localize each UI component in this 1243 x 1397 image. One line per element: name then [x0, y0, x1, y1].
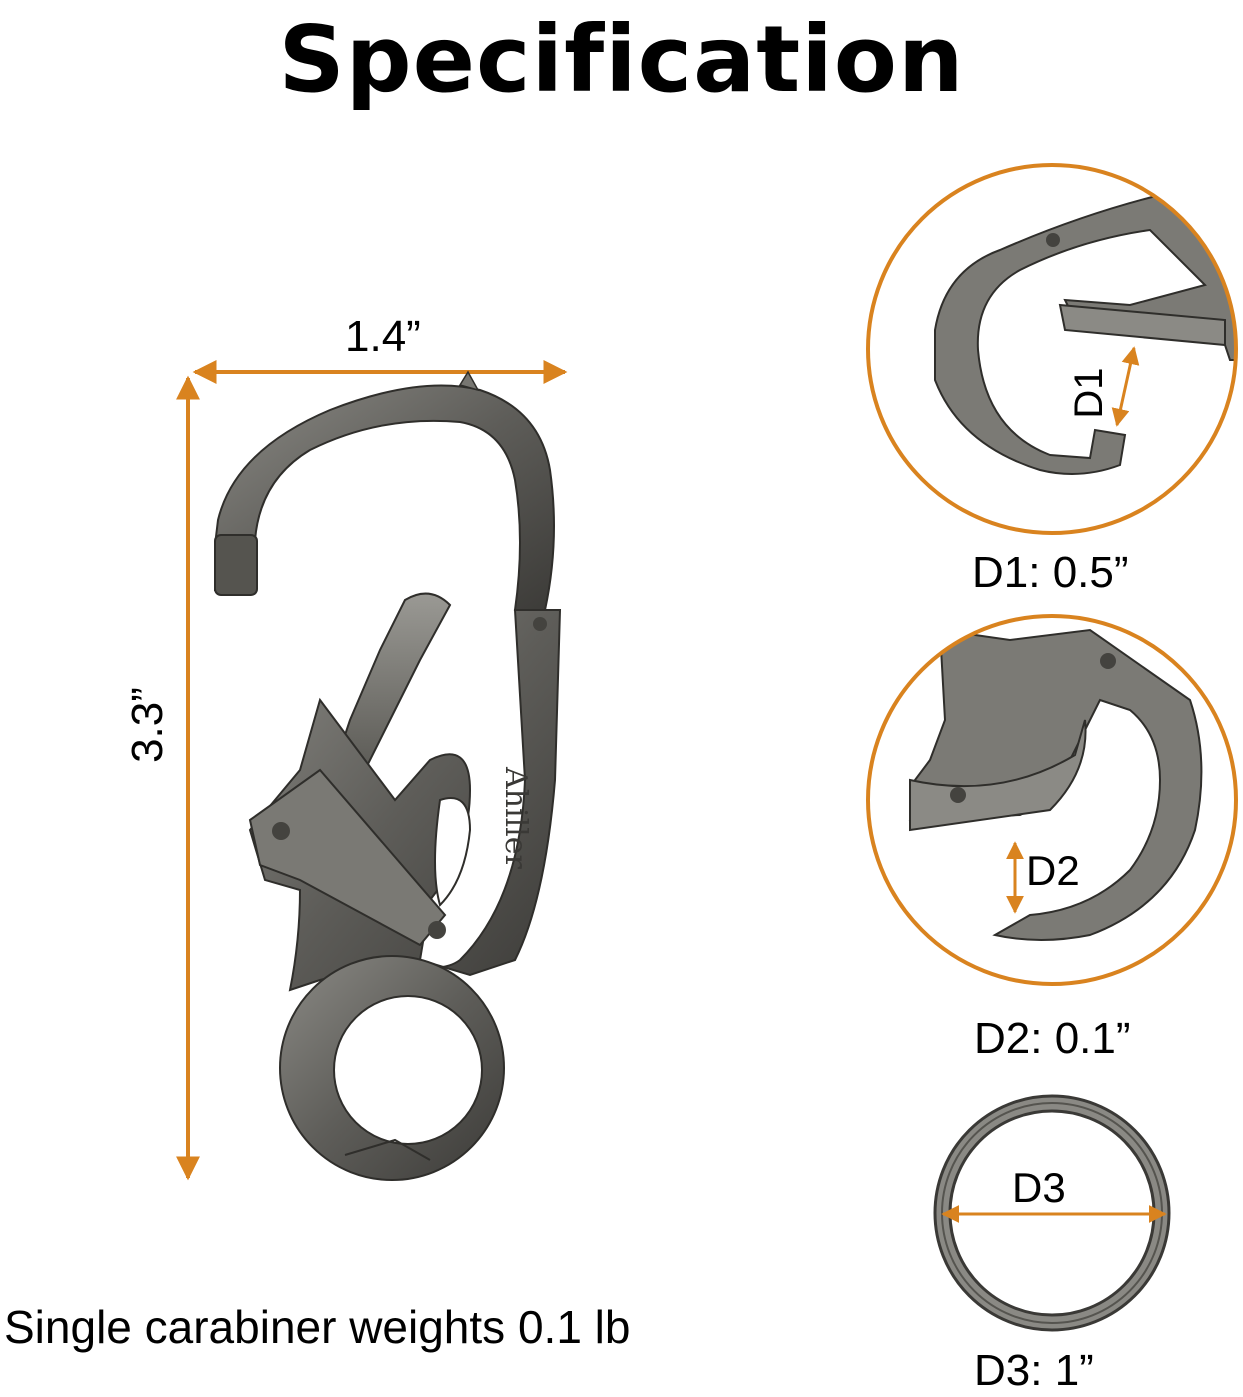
height-label: 3.3”: [123, 687, 172, 763]
page-title: Specification: [278, 6, 965, 113]
detail-d2-circle: [866, 614, 1238, 986]
detail-d1-circle: [866, 163, 1238, 535]
d2-marker: D2: [1026, 847, 1080, 894]
d3-caption: D3: 1”: [974, 1346, 1094, 1395]
weight-note: Single carabiner weights 0.1 lb: [4, 1301, 631, 1353]
key-ring-image: [933, 1094, 1171, 1332]
brand-engraving: Ahiller: [498, 767, 533, 869]
d1-caption: D1: 0.5”: [972, 548, 1129, 597]
carabiner-hook-body: [214, 384, 555, 611]
d2-caption: D2: 0.1”: [974, 1014, 1131, 1063]
width-label: 1.4”: [345, 312, 421, 361]
d1-marker: D1: [1067, 367, 1111, 419]
d3-marker: D3: [1012, 1164, 1066, 1211]
